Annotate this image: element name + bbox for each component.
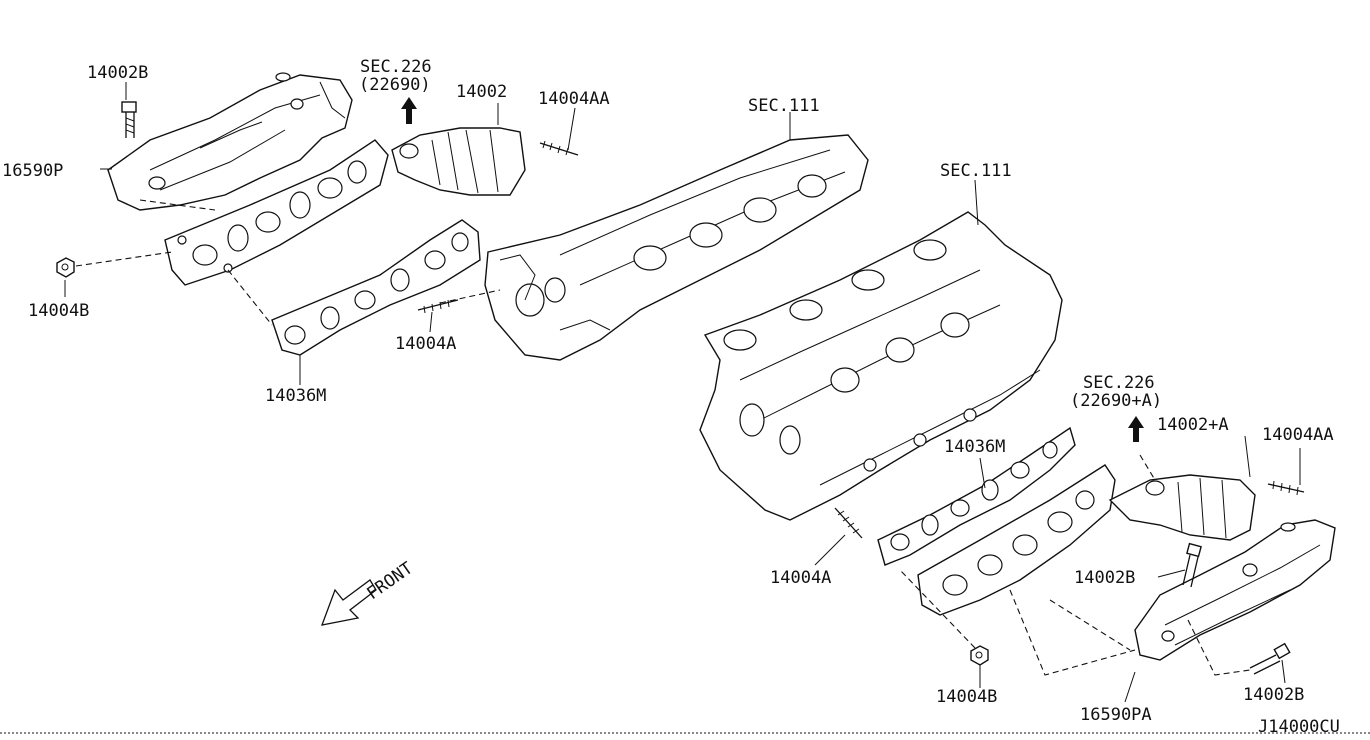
bolt-14002b-mid [1182, 542, 1202, 588]
nut-14004b-right [970, 645, 989, 666]
nut-14004b-left [56, 257, 75, 278]
heat-shield-left [107, 72, 353, 211]
label-sec111-a: SEC.111 [748, 96, 820, 116]
bolt-14002b-right [1249, 642, 1291, 675]
bolt-14002b-top [121, 101, 137, 138]
exhaust-manifold-left [164, 139, 389, 286]
label-16590pa: 16590PA [1080, 705, 1152, 725]
label-14002a-right: 14002+A [1157, 415, 1229, 435]
gasket-14036m-left [271, 219, 481, 356]
label-14036m-left: 14036M [265, 386, 326, 406]
stud-14004aa-right [1267, 480, 1305, 496]
catalyst-left-14002 [391, 127, 526, 196]
label-14002b-right: 14002B [1243, 685, 1304, 705]
label-front: FRONT [363, 558, 416, 604]
diagram-code: J14000CU [1258, 717, 1340, 736]
arrow-sec226-right [1128, 416, 1144, 442]
label-14004a-left: 14004A [395, 334, 456, 354]
label-22690-left: (22690) [359, 75, 431, 95]
label-16590p: 16590P [2, 161, 63, 181]
leader-lines [64, 82, 1301, 703]
label-14036m-right: 14036M [944, 437, 1005, 457]
label-14004aa-right: 14004AA [1262, 425, 1334, 445]
label-14002b-mid: 14002B [1074, 568, 1135, 588]
stud-14004aa-left [539, 140, 579, 156]
label-22690a-right: (22690+A) [1070, 391, 1162, 411]
stud-14004a-left [417, 299, 459, 314]
heat-shield-right [1134, 519, 1336, 661]
catalyst-right-14002a [1108, 474, 1256, 541]
label-14002b-top: 14002B [87, 63, 148, 83]
cylinder-head-right [699, 211, 1063, 521]
exhaust-manifold-right [917, 464, 1116, 616]
label-sec111-b: SEC.111 [940, 161, 1012, 181]
cylinder-head-left [484, 134, 869, 361]
label-sec226-left: SEC.226 [360, 57, 432, 77]
front-arrow [320, 579, 377, 626]
label-14004a-right: 14004A [770, 568, 831, 588]
stud-14004a-right [834, 507, 863, 539]
label-14002-left: 14002 [456, 82, 507, 102]
label-14004b-right: 14004B [936, 687, 997, 707]
label-14004b-left: 14004B [28, 301, 89, 321]
arrow-sec226-left [401, 97, 417, 124]
gasket-14036m-right [877, 426, 1076, 566]
label-14004aa-left: 14004AA [538, 89, 610, 109]
label-sec226-right: SEC.226 [1083, 373, 1155, 393]
